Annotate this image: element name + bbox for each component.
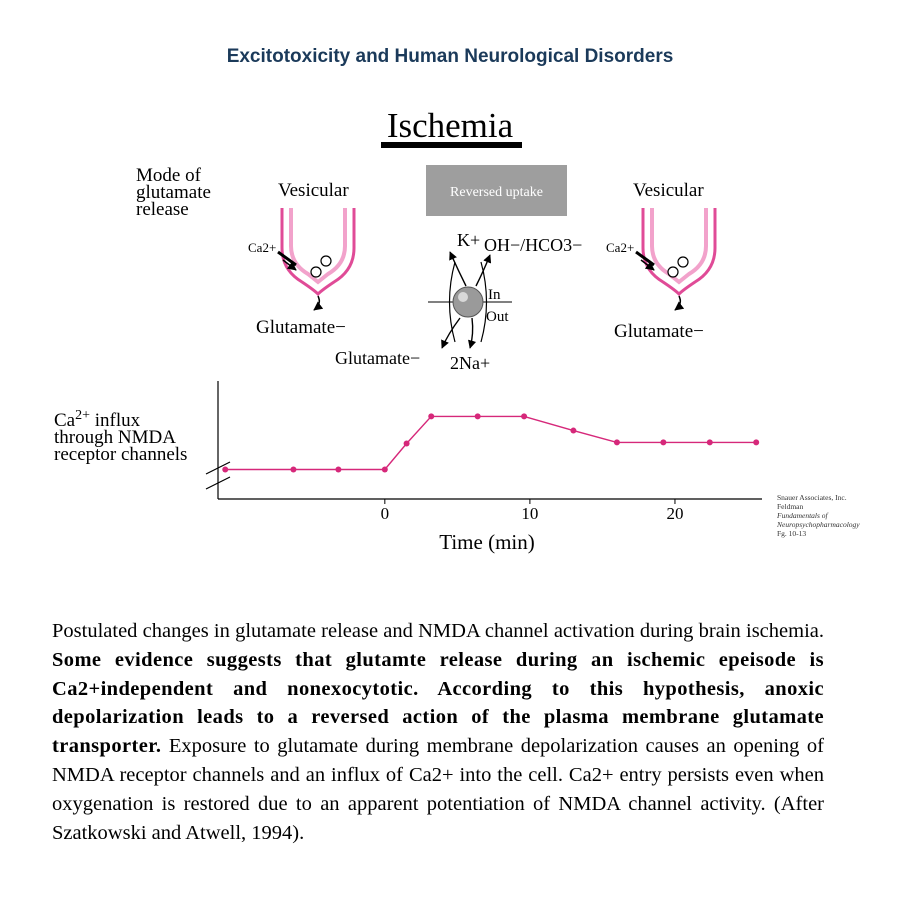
caption-part-3: Exposure to glutamate during membrane de…	[52, 735, 824, 843]
y-axis-label-line3: receptor channels	[54, 444, 187, 465]
right-terminal-inner	[652, 208, 706, 282]
transporter-icon	[453, 287, 483, 317]
mode-label-line3: release	[136, 199, 189, 220]
reversed-uptake-label: Reversed uptake	[450, 185, 543, 200]
k-ion-label: K+	[457, 230, 480, 250]
credit-line-3: Fundamentals of	[776, 511, 829, 520]
x-axis-label: Time (min)	[439, 530, 534, 554]
middle-glutamate-label: Glutamate−	[335, 348, 420, 368]
left-glutamate-label: Glutamate−	[256, 317, 346, 338]
left-vesicle-2	[311, 267, 321, 277]
left-ca-label: Ca2+	[248, 240, 276, 255]
x-tick-label: 20	[666, 504, 683, 523]
left-vesicular-panel: Vesicular Ca2+ Glutamate−	[248, 180, 354, 338]
data-point	[660, 439, 666, 445]
right-vesicular-panel: Vesicular Ca2+ Glutamate−	[606, 180, 715, 342]
heading-underline	[381, 142, 522, 148]
credit-line-4: Neuropsychopharmacology	[776, 520, 860, 529]
x-tick-label: 10	[521, 504, 538, 523]
x-tick-label: 0	[381, 504, 390, 523]
ischemia-figure: Ischemia Mode of glutamate release Vesic…	[0, 0, 900, 600]
figure-caption: Postulated changes in glutamate release …	[52, 617, 824, 847]
data-point	[753, 439, 759, 445]
figure-heading: Ischemia	[387, 106, 514, 145]
data-point	[335, 467, 341, 473]
anion-label: OH−/HCO3−	[484, 235, 582, 255]
right-glutamate-label: Glutamate−	[614, 321, 704, 342]
right-release-arrow	[675, 296, 680, 310]
out-label: Out	[486, 309, 509, 325]
data-point	[521, 413, 527, 419]
left-release-arrow	[314, 296, 319, 310]
data-point	[570, 428, 576, 434]
reversed-uptake-panel: Reversed uptake K+ OH−/HCO3− In Out Glut…	[335, 165, 582, 373]
transporter-highlight	[458, 292, 468, 302]
data-point	[475, 413, 481, 419]
left-vesicular-label: Vesicular	[278, 180, 349, 201]
data-point	[382, 467, 388, 473]
figure-credit: Snauer Associates, Inc. Feldman Fundamen…	[776, 493, 860, 538]
calcium-influx-chart: Ca2+ influx through NMDA receptor channe…	[54, 381, 762, 554]
na-label: 2Na+	[450, 353, 490, 373]
caption-part-1: Postulated changes in glutamate release …	[52, 620, 824, 642]
data-point	[222, 467, 228, 473]
data-point	[707, 439, 713, 445]
data-point	[404, 441, 410, 447]
data-point	[428, 413, 434, 419]
anion-arrow	[476, 255, 490, 286]
right-vesicle-1	[678, 257, 688, 267]
right-vesicular-label: Vesicular	[633, 180, 704, 201]
credit-line-2: Feldman	[777, 502, 803, 511]
credit-line-1: Snauer Associates, Inc.	[777, 493, 847, 502]
in-label: In	[488, 287, 501, 303]
series-line	[225, 416, 756, 469]
k-arrow	[450, 252, 466, 286]
right-ca-label: Ca2+	[606, 240, 634, 255]
credit-line-5: Fg. 10-13	[777, 529, 806, 538]
data-point	[614, 439, 620, 445]
x-ticks: 0 10 20	[381, 499, 684, 523]
left-vesicle-1	[321, 256, 331, 266]
na-out-arrow	[470, 318, 473, 348]
right-vesicle-2	[668, 267, 678, 277]
data-point	[290, 467, 296, 473]
